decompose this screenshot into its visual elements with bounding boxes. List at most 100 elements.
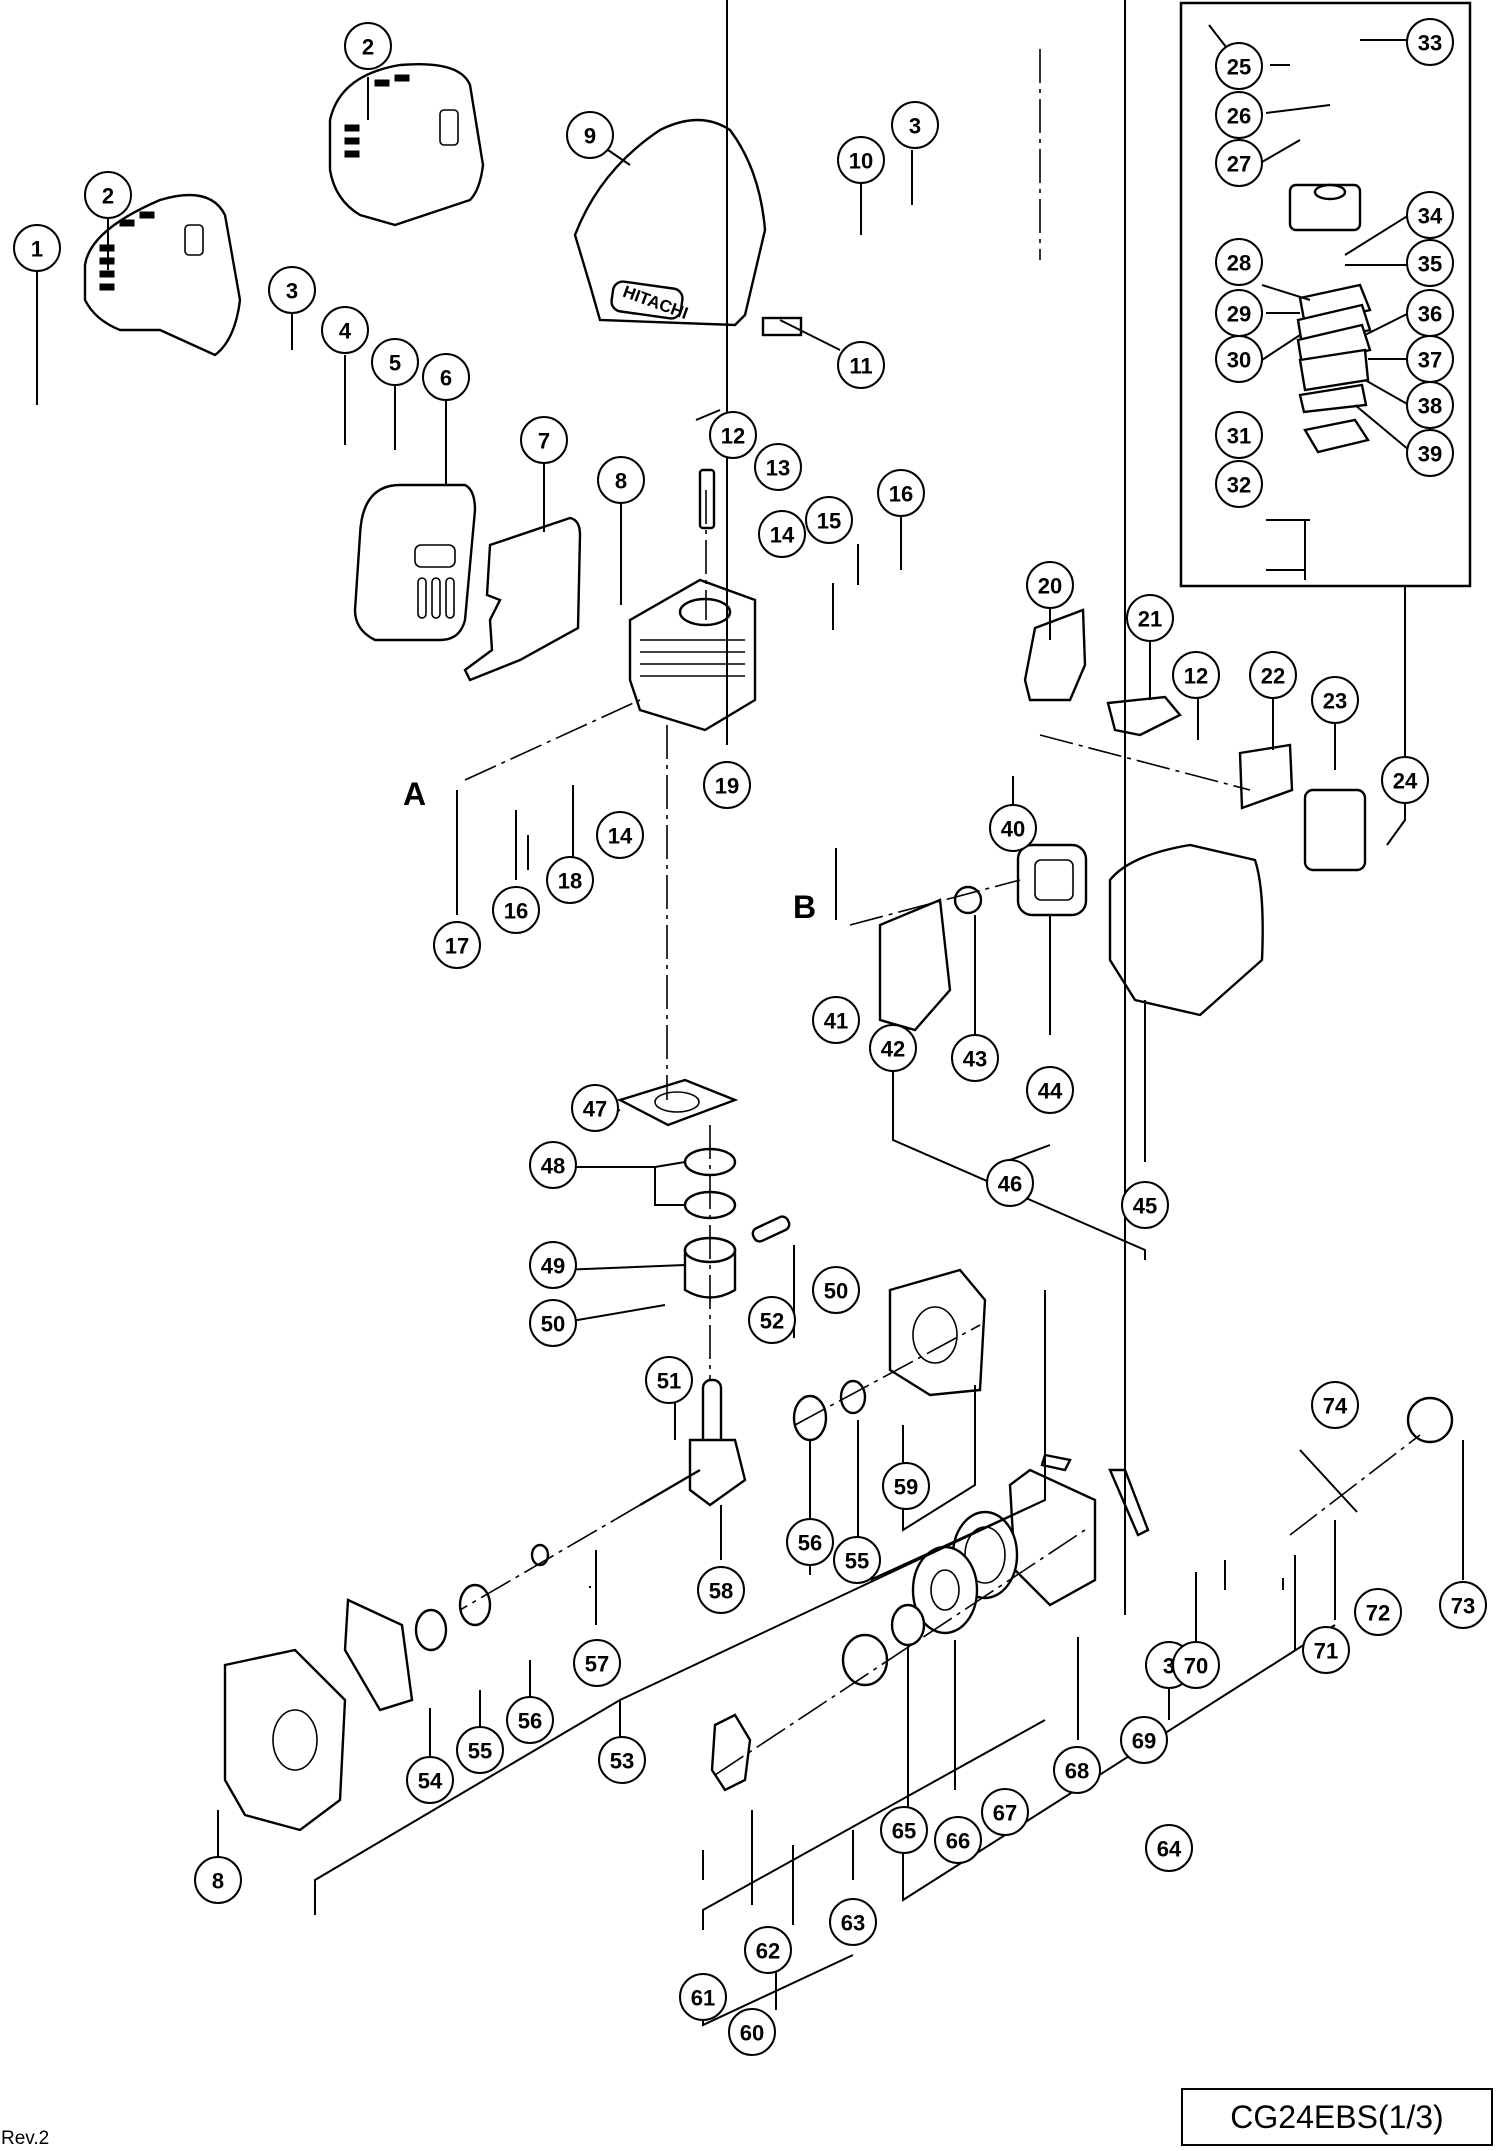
- callout-number: 73: [1451, 1594, 1475, 1619]
- callout-number: 46: [998, 1172, 1022, 1197]
- callout-number: 11: [849, 354, 872, 379]
- callout-14: 14: [758, 510, 806, 558]
- callout-9: 9: [566, 111, 614, 159]
- callout-42: 42: [869, 1024, 917, 1072]
- callout-circle: [529, 1299, 577, 1347]
- part-label-plate: [761, 316, 803, 337]
- callout-circle: [703, 761, 751, 809]
- callout-circle: [1215, 139, 1263, 187]
- callout-circle: [598, 1736, 646, 1784]
- part-bearings-left: [414, 1543, 550, 1652]
- callout-number: 68: [1065, 1759, 1089, 1784]
- callout-64: 64: [1145, 1824, 1193, 1872]
- callout-circle: [679, 1973, 727, 2021]
- callout-circle: [566, 111, 614, 159]
- callout-48: 48: [529, 1141, 577, 1189]
- callout-circle: [986, 1159, 1034, 1207]
- callout-number: 67: [993, 1801, 1017, 1826]
- callout-number: 51: [657, 1369, 681, 1394]
- part-air-cleaner-cover: [1108, 843, 1264, 1017]
- callout-number: 30: [1227, 348, 1251, 373]
- callout-number: 9: [584, 124, 596, 149]
- part-spark-plug: [698, 468, 716, 530]
- callout-33: 33: [1406, 18, 1454, 66]
- callout-number: 31: [1227, 424, 1251, 449]
- part-air-filter: [1016, 843, 1088, 917]
- callout-30: 30: [1215, 335, 1263, 383]
- callout-2: 2: [84, 171, 132, 219]
- callout-number: 42: [881, 1037, 905, 1062]
- callout-number: 61: [691, 1986, 715, 2011]
- callout-12: 12: [709, 411, 757, 459]
- callout-number: 21: [1138, 607, 1162, 632]
- revision-label: Rev.2: [1, 2128, 50, 2149]
- callout-circle: [837, 136, 885, 184]
- callout-73: 73: [1439, 1581, 1487, 1629]
- callout-number: 6: [440, 366, 452, 391]
- callout-circle: [1215, 91, 1263, 139]
- callout-62: 62: [744, 1926, 792, 1974]
- callout-circle: [891, 101, 939, 149]
- callout-circle: [84, 171, 132, 219]
- callout-circle: [1439, 1581, 1487, 1629]
- part-guard-cover-top: [328, 63, 485, 227]
- callout-circle: [1145, 1824, 1193, 1872]
- callout-number: 35: [1418, 252, 1442, 277]
- callout-circle: [934, 1816, 982, 1864]
- part-cylinder-gasket: [616, 1078, 739, 1127]
- callout-number: 44: [1038, 1079, 1063, 1104]
- callout-number: 38: [1418, 394, 1442, 419]
- callout-circle: [406, 1756, 454, 1804]
- callout-number: 20: [1038, 574, 1062, 599]
- callout-67: 67: [981, 1788, 1029, 1836]
- callout-71: 71: [1302, 1626, 1350, 1674]
- callout-29: 29: [1215, 289, 1263, 337]
- reference-letter-a: A: [403, 776, 426, 812]
- callout-47: 47: [571, 1084, 619, 1132]
- part-label-decal: [1040, 1453, 1072, 1472]
- callout-circle: [1406, 381, 1454, 429]
- callout-circle: [1215, 335, 1263, 383]
- callout-57: 57: [573, 1639, 621, 1687]
- callout-circle: [1026, 1066, 1074, 1114]
- callout-circle: [1406, 191, 1454, 239]
- callout-54: 54: [406, 1756, 454, 1804]
- callout-41: 41: [812, 996, 860, 1044]
- callout-8: 8: [597, 456, 645, 504]
- callout-circle: [812, 996, 860, 1044]
- callout-number: 10: [849, 149, 873, 174]
- callout-number: 47: [583, 1097, 607, 1122]
- callout-circle: [371, 338, 419, 386]
- reference-letter-b: B: [793, 889, 816, 925]
- callout-10: 10: [837, 136, 885, 184]
- callout-circle: [1215, 460, 1263, 508]
- callout-number: 52: [760, 1309, 784, 1334]
- callout-number: 4: [339, 319, 352, 344]
- callout-number: 53: [610, 1749, 634, 1774]
- callout-circle: [1302, 1626, 1350, 1674]
- part-piston-pin: [751, 1215, 791, 1243]
- callout-circle: [1215, 411, 1263, 459]
- callout-52: 52: [748, 1296, 796, 1344]
- callout-number: 66: [946, 1829, 970, 1854]
- callout-circle: [877, 469, 925, 517]
- part-primer-bulb: [953, 885, 983, 915]
- callout-18: 18: [546, 856, 594, 904]
- callout-number: 72: [1366, 1601, 1390, 1626]
- callout-69: 69: [1120, 1716, 1168, 1764]
- callout-45: 45: [1121, 1181, 1169, 1229]
- callout-3: 3: [268, 266, 316, 314]
- callout-number: 36: [1418, 302, 1442, 327]
- part-cylinder-cover: HITACHI: [573, 118, 803, 337]
- callout-6: 6: [422, 353, 470, 401]
- callout-31: 31: [1215, 411, 1263, 459]
- callout-circle: [829, 1898, 877, 1946]
- callout-number: 60: [740, 2021, 764, 2046]
- callout-number: 56: [798, 1531, 822, 1556]
- callout-53: 53: [598, 1736, 646, 1784]
- callout-66: 66: [934, 1816, 982, 1864]
- part-muffler-gasket-plate: [463, 516, 582, 682]
- callout-circle: [573, 1639, 621, 1687]
- part-cylinder: [628, 578, 757, 732]
- callout-number: 50: [824, 1279, 848, 1304]
